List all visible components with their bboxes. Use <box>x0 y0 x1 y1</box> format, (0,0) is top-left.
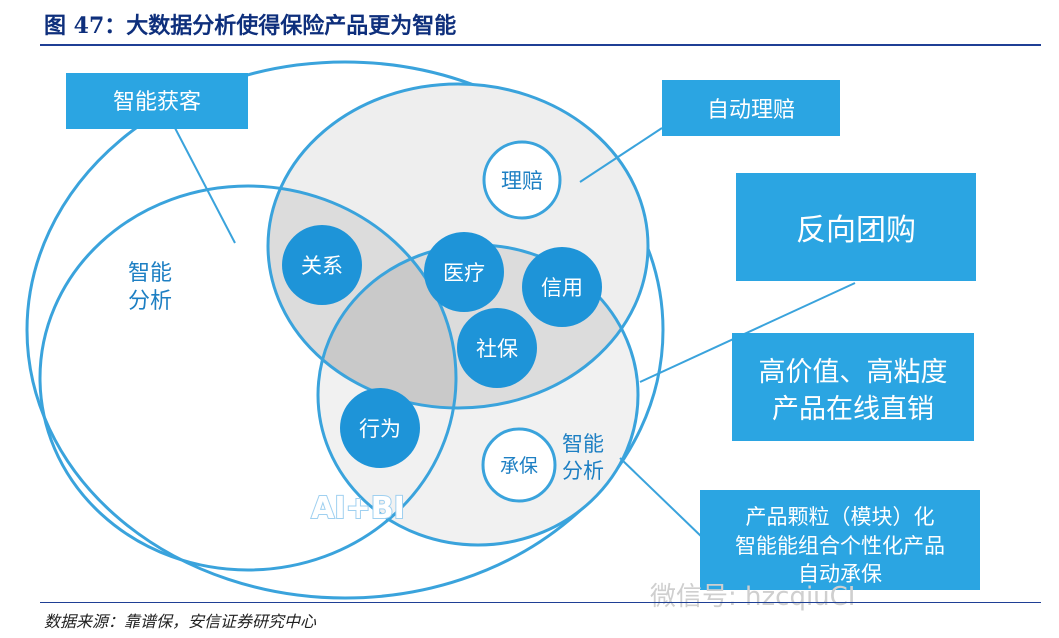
bubble-social-security <box>457 308 537 388</box>
box-direct-sales <box>732 333 974 441</box>
box-auto-claims <box>662 80 840 136</box>
figure-source: 数据来源：靠谱保，安信证券研究中心 <box>44 612 317 631</box>
bubble-claims-label: 理赔 <box>501 169 543 193</box>
box-direct-sales-line1: 高价值、高粘度 <box>759 357 948 388</box>
bubble-behavior-label: 行为 <box>359 417 401 441</box>
bubble-claims <box>482 140 562 220</box>
box-reverse-group-buy-label: 反向团购 <box>796 213 916 248</box>
box-modular-line3: 自动承保 <box>798 562 882 586</box>
center-overlap <box>318 245 456 408</box>
bubble-relations-label: 关系 <box>301 254 343 278</box>
bubble-relations <box>282 225 362 305</box>
bubble-credit <box>522 247 602 327</box>
title-divider <box>40 44 1041 46</box>
box-direct-sales-line2: 产品在线直销 <box>772 394 934 425</box>
label-smart-analysis-left-1: 智能 <box>128 261 172 286</box>
figure-title: 图 47：大数据分析使得保险产品更为智能 <box>44 13 457 39</box>
box-modular-line2: 智能能组合个性化产品 <box>735 534 945 558</box>
source-divider <box>40 602 1041 603</box>
watermark: 微信号: hzcqiuCI <box>650 582 855 612</box>
bubble-credit-label: 信用 <box>541 276 583 300</box>
label-smart-analysis-right-2: 分析 <box>562 459 604 483</box>
top-circle <box>266 82 650 410</box>
bubble-underwriting-label: 承保 <box>500 455 538 477</box>
connector-groupbuy <box>639 282 856 383</box>
bubble-underwriting <box>481 427 557 503</box>
box-modular-line1: 产品颗粒（模块）化 <box>746 505 935 529</box>
bubble-social-security-label: 社保 <box>476 337 518 361</box>
connector-modular <box>619 457 706 541</box>
box-smart-acquisition-label: 智能获客 <box>113 90 201 115</box>
box-reverse-group-buy <box>736 173 976 281</box>
bubble-medical <box>424 232 504 312</box>
left-circle <box>38 184 458 572</box>
label-ai-bi: AI+BI <box>311 491 405 526</box>
label-smart-analysis-right-1: 智能 <box>562 432 604 456</box>
connector-claims <box>579 127 663 183</box>
box-auto-claims-label: 自动理赔 <box>707 98 795 123</box>
bubble-behavior <box>340 388 420 468</box>
bubble-medical-label: 医疗 <box>443 261 485 285</box>
box-smart-acquisition <box>66 73 248 129</box>
connector-acquisition <box>174 127 236 244</box>
label-smart-analysis-left-2: 分析 <box>128 289 172 314</box>
box-modular <box>700 490 980 590</box>
